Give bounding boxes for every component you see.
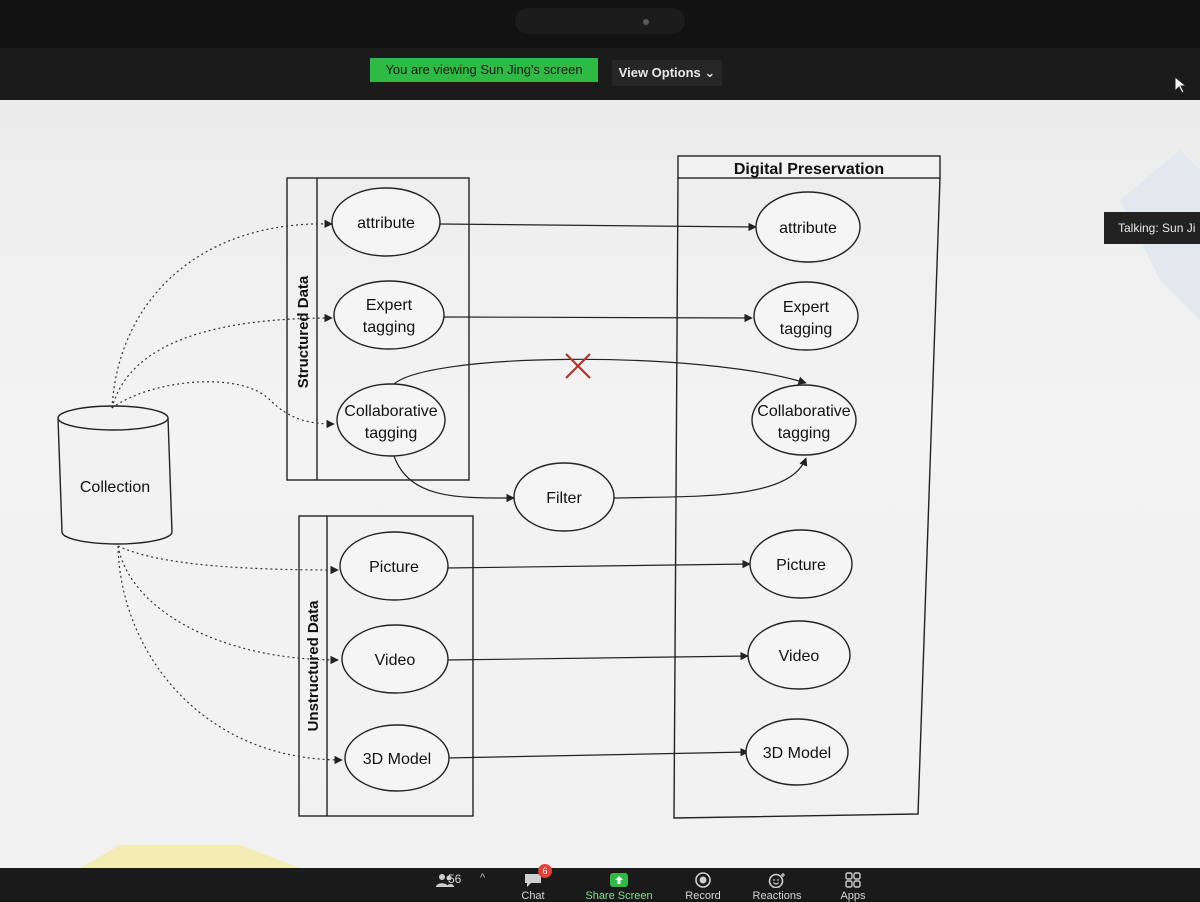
webcam-housing: [515, 8, 685, 34]
collection-label: Collection: [80, 479, 150, 496]
unstructured-data-group: [298, 515, 474, 817]
node-attribute-left-label: attribute: [357, 215, 415, 232]
node-model-left: 3D Model: [344, 724, 450, 792]
chevron-down-icon: ⌄: [704, 65, 716, 80]
share-status-bar: [0, 48, 1200, 100]
structured-data-label: Structured Data: [295, 275, 312, 388]
node-model-right-label: 3D Model: [763, 745, 831, 762]
node-filter-label: Filter: [546, 490, 582, 507]
apps-label: Apps: [840, 890, 866, 902]
node-video-left: Video: [341, 624, 449, 694]
viewing-screen-banner: You are viewing Sun Jing's screen: [370, 58, 598, 82]
node-expert-left-label-2: tagging: [363, 319, 416, 336]
view-options-button[interactable]: View Options ⌄: [612, 60, 722, 86]
reactions-icon: [768, 873, 785, 888]
structured-data-group: [286, 177, 470, 481]
node-model-left-label: 3D Model: [363, 751, 431, 768]
apps-button[interactable]: Apps: [818, 868, 888, 902]
node-picture-left: Picture: [339, 531, 449, 601]
meeting-toolbar: [0, 868, 1200, 900]
digital-preservation-title: Digital Preservation: [734, 161, 884, 178]
participants-button[interactable]: [410, 868, 480, 900]
record-button[interactable]: Record: [668, 868, 738, 902]
node-video-right-label: Video: [779, 648, 820, 665]
connector-collection-picture: [117, 545, 339, 575]
arrow-collab-direct: [391, 358, 807, 387]
node-expert-left: Expert tagging: [333, 280, 445, 350]
mouse-cursor-icon: [1174, 76, 1188, 94]
view-options-label: View Options: [618, 65, 701, 80]
chat-button[interactable]: Chat: [498, 868, 568, 902]
record-icon: [695, 872, 711, 888]
node-attribute-right: attribute: [755, 191, 861, 263]
participants-count: 56: [448, 872, 462, 886]
participants-icon: [436, 874, 454, 887]
arrow-picture: [445, 559, 751, 569]
chat-label: Chat: [521, 890, 545, 902]
reactions-label: Reactions: [752, 890, 802, 902]
node-expert-right-label-1: Expert: [783, 299, 830, 316]
connector-collection-collab: [111, 381, 335, 429]
collection-database-icon: [57, 405, 173, 545]
node-collab-right-label-1: Collaborative: [757, 403, 850, 420]
node-collab-right-label-2: tagging: [778, 425, 831, 442]
node-filter: Filter: [513, 462, 615, 532]
connector-collection-video: [117, 545, 339, 665]
node-collab-right: Collaborative tagging: [751, 384, 857, 456]
node-attribute-left: attribute: [331, 187, 441, 257]
node-expert-right: Expert tagging: [753, 281, 859, 351]
record-label: Record: [685, 890, 721, 902]
arrow-video: [445, 651, 749, 661]
node-model-right: 3D Model: [745, 718, 849, 786]
talking-indicator: Talking: Sun Ji: [1104, 212, 1200, 244]
background-decoration-bottom: [80, 845, 300, 868]
node-video-left-label: Video: [375, 652, 416, 669]
connector-collection-expert: [111, 313, 333, 409]
chat-icon: [525, 874, 541, 887]
node-picture-right-label: Picture: [776, 557, 826, 574]
node-expert-left-label-1: Expert: [366, 297, 413, 314]
node-picture-left-label: Picture: [369, 559, 419, 576]
arrow-model: [445, 747, 749, 759]
share-screen-label: Share Screen: [585, 890, 653, 902]
connector-collection-attribute: [111, 219, 333, 409]
chevron-up-icon[interactable]: ^: [480, 872, 486, 884]
preservation-arrows: [391, 222, 808, 759]
digital-preservation-container: [673, 155, 941, 819]
reactions-button[interactable]: Reactions: [742, 868, 812, 902]
node-expert-right-label-2: tagging: [780, 321, 833, 338]
webcam-lens: [643, 19, 649, 25]
node-collab-left-label-1: Collaborative: [344, 403, 437, 420]
apps-icon: [845, 872, 861, 888]
arrow-attribute: [439, 222, 757, 232]
collection-connectors: [111, 219, 343, 765]
data-flow-diagram: Structured Data Unstructured Data Digita…: [57, 150, 1200, 868]
unstructured-data-label: Unstructured Data: [305, 600, 322, 732]
node-collab-left: Collaborative tagging: [336, 383, 446, 457]
node-collab-left-label-2: tagging: [365, 425, 418, 442]
arrow-expert: [443, 313, 753, 323]
node-picture-right: Picture: [749, 529, 853, 599]
node-video-right: Video: [747, 620, 851, 690]
node-attribute-right-label: attribute: [779, 220, 837, 237]
arrow-collab-to-filter: [393, 455, 515, 503]
rejected-path-x-icon: [565, 353, 591, 379]
share-screen-button[interactable]: Share Screen: [584, 868, 654, 902]
chat-unread-badge: 6: [538, 864, 552, 878]
arrow-filter-to-collab: [613, 457, 808, 499]
share-screen-icon: [610, 873, 628, 887]
connector-collection-model: [117, 545, 343, 765]
